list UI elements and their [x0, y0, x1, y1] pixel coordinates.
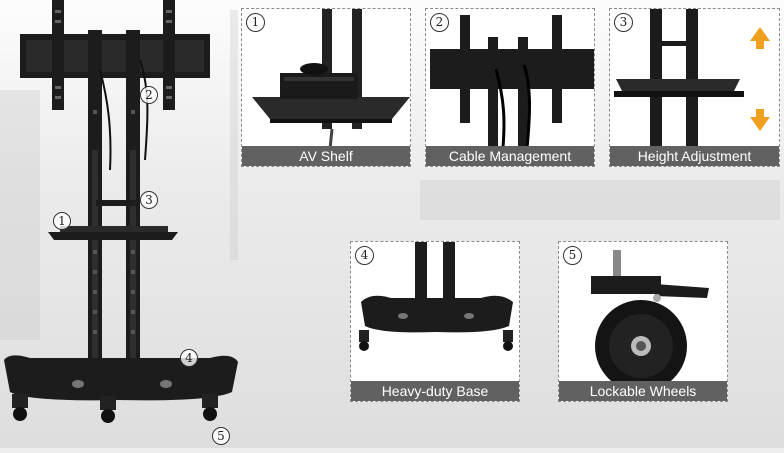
stand-callout-heavy-duty-base: 4 [180, 349, 198, 367]
panel-caption-av-shelf: AV Shelf [242, 146, 410, 166]
panel-number: 1 [246, 13, 265, 32]
background-pillar [230, 10, 238, 260]
tv-stand-drawing [4, 0, 238, 423]
heavy-duty-base-photo [359, 242, 513, 351]
arrow-down-icon [750, 109, 770, 131]
stand-callout-cable-management: 2 [140, 86, 158, 104]
height-adjustment-photo [614, 9, 770, 149]
panel-number: 4 [355, 246, 374, 265]
arrow-up-icon [750, 27, 770, 49]
panel-number: 2 [430, 13, 449, 32]
lockable-wheels-photo [591, 250, 709, 392]
background-desk [420, 180, 780, 220]
tv-stand-image: 1 2 3 4 5 [0, 0, 250, 448]
panel-number: 5 [563, 246, 582, 265]
feature-panel-heavy-duty-base: 4 Heavy-duty Base [350, 241, 520, 402]
feature-panel-av-shelf: 1 AV Shelf [241, 8, 411, 167]
stand-callout-av-shelf: 1 [53, 212, 71, 230]
feature-panel-lockable-wheels: 5 Lockable Wheels [558, 241, 728, 402]
panel-number: 3 [614, 13, 633, 32]
panel-caption-height-adjustment: Height Adjustment [610, 146, 779, 166]
stand-callout-lockable-wheels: 5 [212, 427, 230, 445]
panel-caption-heavy-duty-base: Heavy-duty Base [351, 381, 519, 401]
background-window [0, 90, 40, 340]
av-shelf-photo [252, 9, 410, 150]
feature-panel-cable-management: 2 Cable Management [425, 8, 595, 167]
stand-callout-height-adjustment: 3 [140, 191, 158, 209]
panel-caption-lockable-wheels: Lockable Wheels [559, 381, 727, 401]
panel-caption-cable-management: Cable Management [426, 146, 594, 166]
cable-management-photo [430, 15, 594, 166]
feature-panel-height-adjustment: 3 Height Adjustment [609, 8, 780, 167]
